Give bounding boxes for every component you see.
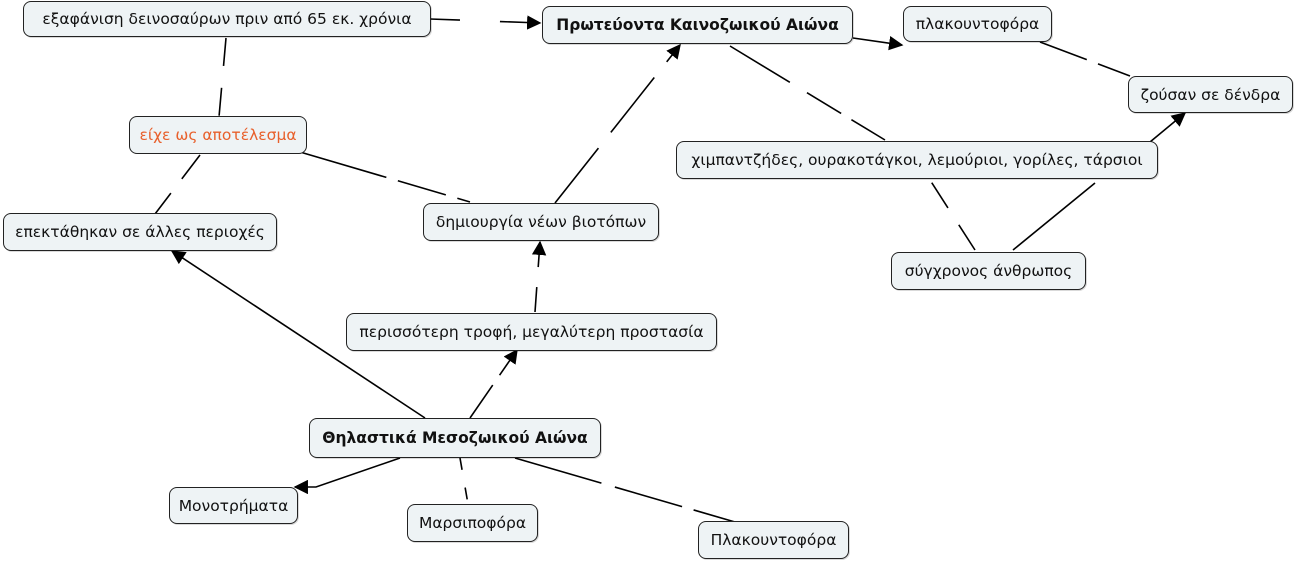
link-mammals-expand bbox=[170, 250, 426, 419]
node-monotremes[interactable]: Μονοτρήματα bbox=[169, 487, 298, 524]
node-more-food-protection[interactable]: περισσότερη τροφή, μεγαλύτερη προστασία bbox=[346, 313, 717, 351]
link-human-chimp-right bbox=[1012, 182, 1096, 251]
link-proteuonta-plakountofora bbox=[852, 36, 904, 51]
link-food-habitats bbox=[531, 240, 547, 313]
link-mammals-marsipofora bbox=[459, 457, 469, 505]
node-primate-species[interactable]: χιμπαντζήδες, ουρακοτάγκοι, λεμούριοι, γ… bbox=[676, 141, 1158, 179]
link-dino-proteuonta bbox=[429, 15, 542, 30]
link-dino-result bbox=[218, 37, 227, 118]
node-marsupials[interactable]: Μαρσιποφόρα bbox=[407, 504, 538, 542]
link-mammals-food bbox=[469, 348, 518, 419]
link-mammals-monotremata bbox=[293, 457, 401, 495]
node-spread-to-other-areas[interactable]: επεκτάθηκαν σε άλλες περιοχές bbox=[3, 213, 277, 251]
node-placentals-top[interactable]: πλακουντοφόρα bbox=[903, 6, 1052, 42]
link-proteuonta-chimp bbox=[729, 45, 886, 141]
node-placentals-bottom[interactable]: Πλακουντοφόρα bbox=[698, 521, 849, 559]
link-result-expand bbox=[154, 154, 201, 215]
link-habitats-proteuonta bbox=[554, 43, 681, 204]
node-lived-in-trees[interactable]: ζούσαν σε δένδρα bbox=[1128, 76, 1293, 113]
node-mesozoic-mammals[interactable]: Θηλαστικά Μεσοζωικού Αιώνα bbox=[309, 418, 601, 458]
link-label-resulted-in[interactable]: είχε ως αποτέλεσμα bbox=[129, 116, 307, 154]
link-mammals-plakountofora bbox=[514, 457, 736, 523]
node-cenozoic-primates[interactable]: Πρωτεύοντα Καινοζωικού Αιώνα bbox=[542, 6, 853, 44]
link-chimp-dendra bbox=[1149, 112, 1187, 143]
node-modern-human[interactable]: σύγχρονος άνθρωπος bbox=[891, 252, 1086, 290]
node-dinosaur-extinction[interactable]: εξαφάνιση δεινοσαύρων πριν από 65 εκ. χρ… bbox=[23, 1, 431, 37]
link-result-habitats bbox=[299, 151, 471, 203]
link-plakountofora-dendra bbox=[1039, 41, 1131, 77]
node-new-habitats[interactable]: δημιουργία νέων βιοτόπων bbox=[423, 203, 659, 241]
link-human-chimp bbox=[929, 179, 976, 251]
